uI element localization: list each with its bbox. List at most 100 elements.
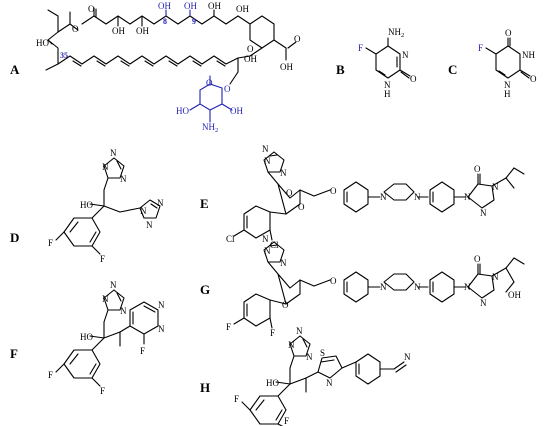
ring-hydrogen: H: [384, 89, 391, 99]
sugar-ring-oxygen: O: [206, 78, 213, 88]
triazolone-n4: N: [480, 208, 487, 218]
triazolone-n4: N: [480, 298, 487, 308]
ring-nh-3: NH: [522, 50, 536, 60]
hydroxyl-1: OH: [112, 26, 125, 36]
pyrimidine-n1: N: [158, 300, 165, 310]
lactone-oxygen: O: [88, 4, 95, 14]
hydroxyl: HO: [80, 200, 93, 210]
ether-oxygen: O: [330, 276, 337, 286]
sugar-amine: NH2: [202, 122, 218, 134]
triazole-1-n1: N: [102, 162, 109, 172]
carbonyl-oxygen-2: O: [530, 74, 537, 84]
triazolone-n2: N: [492, 272, 499, 282]
fluorine-4: F: [48, 370, 53, 380]
triazolone-n1: N: [464, 192, 471, 202]
structure-a: O O OH OH OH OH OH OH O O OH OH HO 35 8 …: [10, 1, 301, 134]
triazole-n1: N: [264, 246, 271, 256]
triazolone-oxygen: O: [474, 254, 481, 264]
pyrimidine-n3: N: [158, 324, 165, 334]
acid-oxygen: O: [294, 34, 301, 44]
ring-nitrogen-3: N: [402, 50, 409, 60]
triazolone-n2: N: [492, 182, 499, 192]
fluorine-5: F: [234, 394, 239, 404]
structure-f: N N N HO N N F F F F: [10, 280, 165, 396]
sugar-hydroxyl-2: OH: [230, 106, 243, 116]
hydroxyl-c8: OH: [158, 1, 171, 11]
triazole-n4: N: [306, 352, 313, 362]
triazole-n4: N: [120, 306, 127, 316]
amine-group: NH2: [388, 27, 404, 39]
chlorine-4: Cl: [226, 234, 235, 244]
thiazole-nitrogen: N: [326, 378, 333, 388]
ring-hydrogen: H: [504, 89, 511, 99]
piperazine-n1: N: [380, 282, 387, 292]
structure-g: N N N O O N N N O N N OH F F G: [200, 234, 525, 338]
triazole-n1: N: [264, 156, 271, 166]
glycosidic-oxygen: O: [224, 84, 231, 94]
thf-oxygen: O: [282, 300, 289, 310]
piperazine-n4: N: [414, 192, 421, 202]
triazolone-oxygen: O: [474, 164, 481, 174]
hydroxyl-2: OH: [136, 26, 149, 36]
hydroxyl-5: OH: [244, 54, 257, 64]
fluorine-2: F: [284, 416, 289, 426]
piperazine-n4: N: [414, 282, 421, 292]
nitrile-nitrogen: N: [404, 352, 411, 362]
ester-oxygen: O: [72, 24, 79, 34]
triazole-n2: N: [262, 144, 269, 154]
structure-d: N N N N N N HO F F D: [10, 148, 164, 264]
hydroxyl: HO: [80, 332, 93, 342]
hydroxyl-4: OH: [236, 4, 249, 14]
fluorine-2: F: [270, 328, 275, 338]
fluorine-4: F: [48, 238, 53, 248]
label-g: G: [200, 282, 210, 297]
fluorine-2: F: [100, 386, 105, 396]
dioxolane-o2: O: [298, 202, 305, 212]
hydroxyl-c9: OH: [184, 1, 197, 11]
hydroxyl: HO: [266, 378, 279, 388]
fluorine-2: F: [100, 254, 105, 264]
carbonyl-oxygen: O: [410, 74, 417, 84]
hydroxyl-3: OH: [208, 1, 221, 11]
triazole-2-n4: N: [146, 220, 153, 230]
fluorine: F: [478, 43, 483, 53]
structure-e: N N N O O O N N N O N N Cl Cl E: [200, 144, 525, 250]
dioxolane-o1: O: [286, 188, 293, 198]
triazolone-n1: N: [464, 282, 471, 292]
label-b: B: [336, 62, 345, 77]
triazole-2-n1: N: [140, 206, 147, 216]
triazole-n1: N: [102, 294, 109, 304]
structure-c: O F NH N H O C: [448, 28, 537, 99]
hydroxyl-c35: HO: [36, 38, 49, 48]
ring-nitrogen-1: N: [384, 80, 391, 90]
fluorine-4: F: [226, 322, 231, 332]
triazole-n2: N: [296, 326, 303, 336]
triazole-n4: N: [280, 258, 287, 268]
label-a: A: [10, 62, 20, 77]
label-f: F: [10, 346, 18, 361]
label-c9: 9: [192, 17, 196, 26]
ether-oxygen: O: [330, 186, 337, 196]
triazole-n4: N: [280, 168, 287, 178]
ring-nitrogen-1: N: [504, 80, 511, 90]
acid-hydroxyl: OH: [280, 62, 293, 72]
label-c: C: [448, 62, 457, 77]
sugar-hydroxyl-1: HO: [176, 106, 189, 116]
ring-oxygen: O: [247, 44, 254, 54]
triazole-1-n2: N: [110, 148, 117, 158]
triazole-2-n2: N: [157, 198, 164, 208]
triazole-n1: N: [288, 340, 295, 350]
piperazine-n1: N: [380, 192, 387, 202]
triazole-1-n4: N: [120, 174, 127, 184]
hydroxyl: OH: [508, 290, 521, 300]
triazole-n2: N: [262, 234, 269, 244]
carbonyl-oxygen-4: O: [505, 28, 512, 38]
structure-b: NH2 F N N H O B: [336, 27, 417, 99]
triazole-n2: N: [110, 280, 117, 290]
label-d: D: [10, 230, 19, 245]
fluorine-pyrimidine: F: [140, 346, 145, 356]
thiazole-sulfur: S: [320, 348, 325, 358]
label-e: E: [200, 196, 209, 211]
label-c8: 8: [163, 17, 167, 26]
